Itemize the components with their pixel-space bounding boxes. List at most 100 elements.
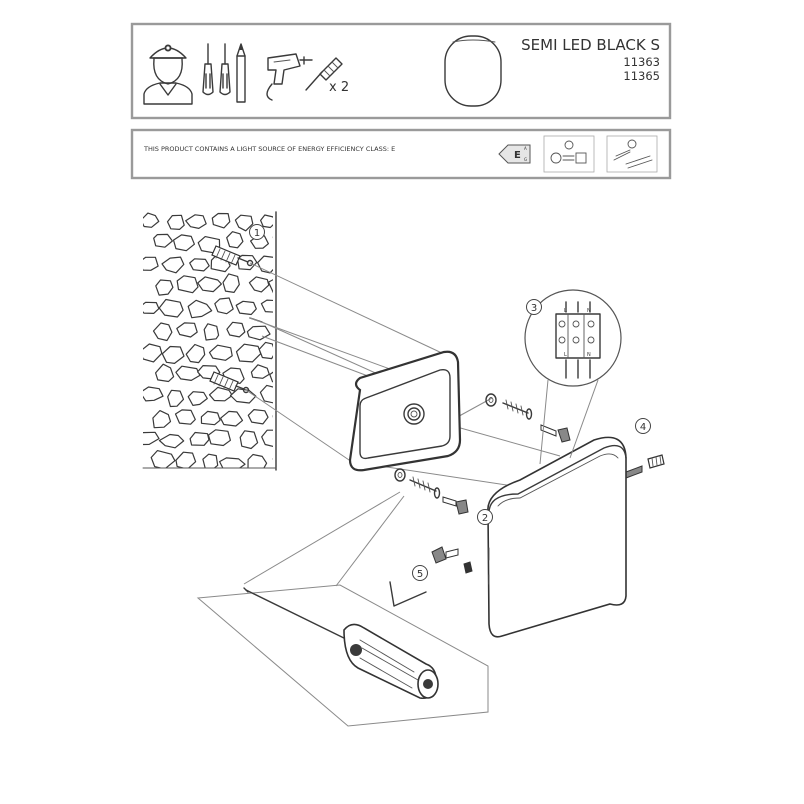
wall-stone [143,431,160,446]
energy-scale-bottom: G [524,157,527,162]
rotate-arrow-upper [540,424,571,443]
product-code-1: 11363 [623,55,660,69]
wall-stone [176,275,199,294]
wall-stone [261,429,273,447]
professional-replacement-icon [606,135,658,173]
wall-stone [219,457,246,468]
wall-stone [187,299,213,319]
svg-text:5: 5 [417,569,423,580]
stone-wall [142,211,277,471]
wall-stone [203,323,220,341]
rotate-arrow-set-screw [431,546,459,564]
quantity-label: x 2 [329,80,349,95]
wall-stone [185,343,206,364]
mounting-plate [348,350,462,472]
wall-stone [248,276,270,293]
wall-stone [257,255,273,274]
header-panel: x 2 SEMI LED BLACK S 11363 11365 [130,22,672,120]
wall-stone [269,371,273,383]
wall-stone [258,341,273,360]
wall-stone [153,233,173,248]
washer-lower [394,468,406,482]
wall-stone [211,212,231,229]
lamp-thumbnail [444,35,502,107]
wall-stone [259,384,273,404]
wall-stone [172,234,195,252]
energy-notice: THIS PRODUCT CONTAINS A LIGHT SOURCE OF … [143,145,395,153]
energy-class-letter: E [514,150,521,161]
screw-lower [409,476,441,499]
wall-stone [150,450,176,468]
energy-scale-top: A [524,146,527,151]
wall-stone [155,363,175,383]
terminal-block-detail: L N L N [524,289,622,465]
wall-stone [161,256,185,274]
wall-stone [226,231,244,249]
wall-stone [176,322,198,338]
wall-stone [234,214,254,232]
svg-text:2: 2 [482,513,488,524]
wall-stone [158,433,185,449]
terminal-label-bottom-n: N [587,352,591,358]
wall-stone [161,345,185,364]
screwdriver-cross-icon [219,43,231,96]
energy-panel: THIS PRODUCT CONTAINS A LIGHT SOURCE OF … [130,128,672,180]
wall-stone [267,279,273,294]
wall-stone [167,389,185,408]
pencil-icon [236,43,246,103]
step-3: 3 [526,299,542,315]
wall-stone [226,321,246,338]
wall-stone [152,322,173,342]
energy-label-icon: E A G [498,144,531,164]
wall-plug-upper [211,245,254,267]
wall-stone [202,453,219,468]
wall-stone [260,214,273,229]
wall-stone [260,299,273,313]
svg-text:1: 1 [254,228,260,239]
screwdriver-detail [196,491,489,727]
wall-stone [185,214,207,229]
screwdriver-flat-icon [202,43,214,96]
wall-stone [189,431,210,446]
step-1: 1 [249,224,265,240]
step-2: 2 [477,509,493,525]
lamp-body [487,436,627,638]
rotate-arrow-lower [442,496,469,515]
terminal-label-bottom-l: L [564,352,567,358]
installer-person-icon [143,44,193,105]
wall-stone [155,279,174,296]
hex-key [389,581,427,607]
wall-stone [222,273,240,293]
wall-stone [197,276,222,293]
svg-text:4: 4 [640,422,646,433]
end-cap-screw [647,454,665,469]
wall-stone [250,364,270,379]
wall-stone [187,391,208,406]
wall-stone [235,343,262,363]
wall-stone [189,258,210,272]
svg-text:3: 3 [531,303,537,314]
drill-icon [266,53,313,101]
wall-stone [247,409,269,425]
wall-stone [143,256,159,271]
wall-plug-icon [305,57,343,91]
wall-stone [175,365,201,381]
step-4: 4 [635,418,651,434]
wall-plug-lower [209,371,250,394]
wall-stone [174,409,196,425]
wall-stone [143,343,163,363]
terminal-label-top-l: L [564,308,567,314]
washer-upper [485,393,497,407]
wall-stone [143,386,164,402]
led-replacement-icon [543,135,595,173]
wall-stone [239,430,259,450]
wall-stone [143,212,160,228]
wall-stone [152,410,172,429]
product-code-2: 11365 [623,69,660,83]
wall-stone [235,300,257,316]
screw-upper [502,399,533,420]
set-screw [463,561,473,574]
wall-stone [214,297,234,315]
insert-arrow-end-cap [625,465,643,479]
